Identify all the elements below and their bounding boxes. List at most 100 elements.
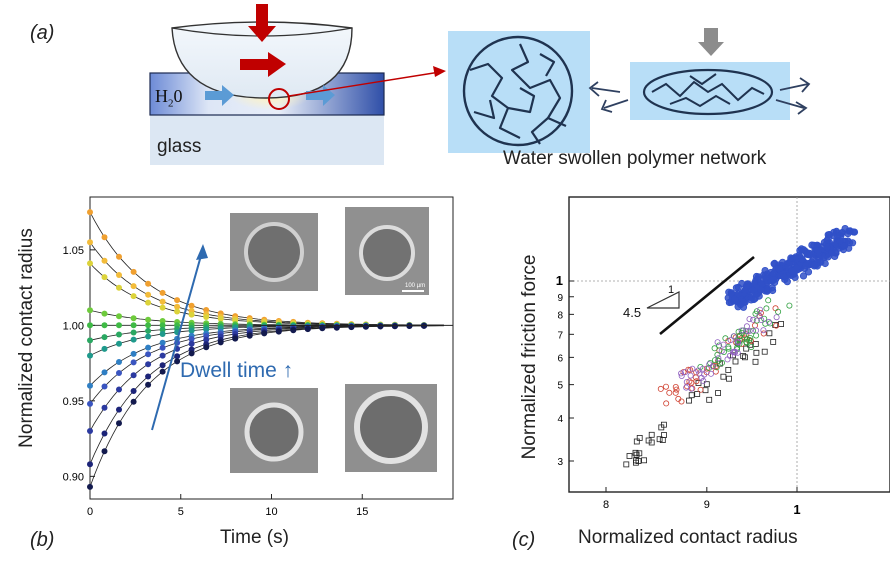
y-axis-label-c: Normalized friction force [519,254,540,460]
data-point-c-1 [648,431,655,438]
data-point-c-1 [703,381,710,388]
x-tick-label: 0 [87,506,93,518]
data-point-c-1 [632,449,639,456]
slope-triangle [646,291,680,309]
data-point-11 [159,368,166,375]
data-point-c-4 [678,370,685,377]
data-point-c-4 [709,363,716,370]
data-point-8 [87,400,93,407]
data-point-9 [145,361,152,368]
squeezed-network [642,68,774,116]
data-point-9 [188,340,195,347]
data-point-c-0 [732,284,740,292]
data-point-c-4 [682,369,689,376]
data-point-c-0 [780,273,788,281]
data-point-c-4 [695,367,702,374]
data-point-c-1 [656,436,663,443]
data-point-0 [116,253,122,260]
data-point-c-2 [662,383,669,390]
data-point-8 [116,370,122,376]
data-point-1 [174,303,181,310]
data-point-1 [101,257,108,264]
data-point-c-1 [720,373,727,380]
glass-label: glass [157,136,202,157]
data-point-11 [391,323,398,330]
data-point-11 [333,324,340,331]
data-point-6 [130,336,137,343]
data-point-c-2 [663,400,670,407]
data-point-c-4 [773,314,780,321]
data-point-c-1 [626,453,633,459]
data-point-c-4 [758,316,765,323]
data-point-c-1 [641,457,648,464]
data-point-8 [130,359,137,366]
data-point-3 [130,315,137,322]
data-point-c-1 [732,358,739,365]
data-point-8 [101,383,108,390]
data-point-c-4 [734,349,741,356]
data-point-7 [145,344,152,351]
data-point-c-4 [731,348,738,355]
data-point-9 [116,386,122,393]
data-point-5 [87,337,93,344]
x-tick-label-c: 8 [603,499,609,511]
data-point-c-2 [672,383,679,390]
data-point-c-4 [765,318,772,325]
glass-slab [150,115,384,165]
data-point-c-0 [801,247,810,256]
data-point-7 [116,359,122,365]
data-point-c-3 [748,344,755,351]
x-tick-label: 5 [178,506,184,518]
data-point-c-1 [648,439,655,446]
data-point-c-2 [666,389,673,396]
data-point-c-0 [762,274,770,282]
data-point-c-1 [636,434,643,441]
data-point-c-3 [714,351,721,358]
data-point-c-4 [734,338,741,345]
sliding-arrow [240,52,286,77]
data-point-c-1 [752,340,759,347]
data-point-7 [159,339,166,346]
data-point-11 [421,322,427,329]
data-point-3 [116,313,122,320]
data-point-4 [130,322,137,329]
data-point-1 [159,298,166,305]
data-point-9 [101,404,108,411]
data-point-11 [217,339,224,346]
data-point-8 [159,344,166,351]
data-point-0 [87,209,93,216]
data-point-0 [203,307,210,313]
data-point-2 [159,304,166,311]
data-point-10 [130,388,137,394]
data-point-c-1 [635,458,642,465]
data-point-c-1 [753,349,760,356]
polymer-chains [469,43,567,145]
y-tick-label-c: 1 [556,273,563,288]
data-point-c-4 [727,337,734,344]
data-point-c-4 [678,372,685,379]
data-point-11 [377,323,384,330]
data-point-c-4 [743,323,750,330]
data-point-11 [362,323,369,330]
data-point-c-1 [660,421,667,428]
expansion-arrows [588,77,811,115]
data-point-2 [203,314,210,320]
data-point-c-1 [694,391,701,397]
data-point-c-3 [722,335,729,342]
data-point-c-4 [738,327,745,334]
data-point-c-3 [718,359,725,366]
data-point-c-1 [740,353,747,359]
network-caption: Water swollen polymer network [503,148,767,169]
x-axis-label-b: Time (s) [220,527,289,548]
data-point-c-1 [715,390,722,396]
scale-bar-label: 100 µm [405,283,425,289]
x-tick-label: 15 [356,506,368,518]
data-point-c-0 [824,253,832,261]
data-point-c-4 [700,377,707,384]
data-point-c-4 [715,355,722,362]
data-point-0 [101,234,108,241]
data-point-c-0 [787,254,795,262]
data-point-7 [87,382,93,389]
data-point-c-3 [744,336,751,343]
data-point-c-4 [683,378,690,385]
